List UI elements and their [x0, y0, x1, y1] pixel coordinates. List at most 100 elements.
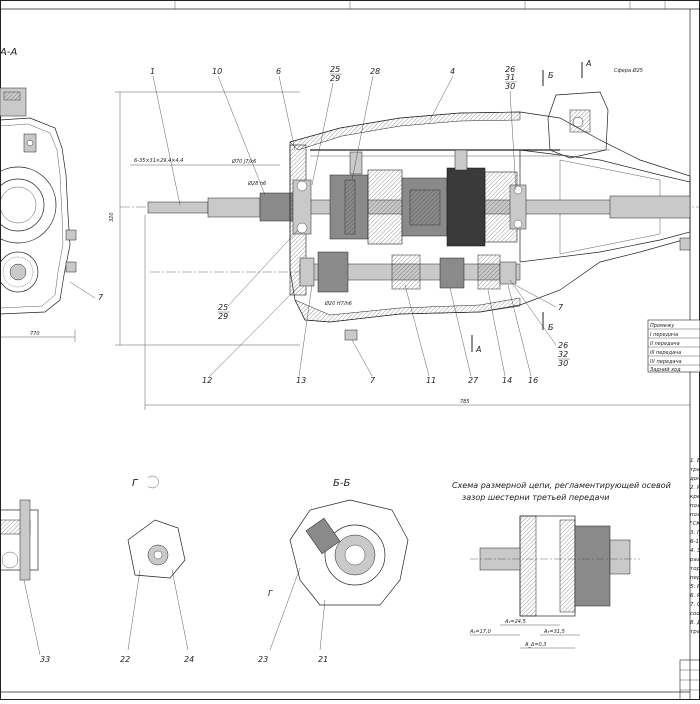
callout-24: 24 [184, 655, 194, 664]
dimension-chain-scheme: Схема размерной цепи, регламентирующей о… [452, 481, 671, 649]
section-mark-b-top: Б [548, 71, 554, 80]
note-line: тра [690, 629, 700, 635]
note-line: 2. Р [690, 485, 700, 491]
section-bb-label: Б-Б [333, 478, 350, 489]
table-row-0: Промежу [650, 323, 675, 329]
callout-25-bottom: 25 [218, 303, 228, 312]
table-row-2: II передача [650, 341, 680, 347]
scheme-title-line1: Схема размерной цепи, регламентирующей о… [452, 481, 671, 490]
aa-main-gear-hub [0, 186, 37, 224]
section-aa-view: А-А 7 770 [0, 47, 104, 342]
front-bearing [292, 179, 312, 235]
output-shaft-end [609, 195, 691, 219]
rear-mount-bolt [679, 237, 691, 251]
callout-32: 32 [558, 350, 568, 359]
view-g-label: Г [132, 478, 139, 489]
bb-shaft-bore [324, 524, 386, 586]
svg-text:Ø28 h6: Ø28 h6 [247, 180, 266, 187]
callout-13: 13 [296, 376, 306, 385]
right-callouts: 7 26 32 30 [509, 279, 570, 368]
aa-callout-7: 7 [98, 293, 104, 302]
callout-29-top: 29 [330, 74, 340, 83]
dim-a2: A₂=24,5 [504, 619, 526, 625]
note-line: тра [690, 467, 700, 473]
height-dim-value: 320 [109, 212, 115, 222]
callout-29-bottom: 29 [218, 312, 228, 321]
note-line: перв [690, 575, 700, 581]
callout-11: 11 [426, 376, 436, 385]
aa-width-value: 770 [30, 331, 40, 337]
note-line: 3. П [690, 530, 700, 536]
callout-31: 31 [505, 73, 515, 82]
dim-a3: A₃=31,5 [543, 629, 565, 635]
callout-14: 14 [502, 376, 512, 385]
table-row-5: Задний ход [650, 367, 681, 373]
callout-23: 23 [258, 655, 268, 664]
callout-7-right: 7 [558, 303, 564, 312]
bb-housing [289, 499, 409, 606]
note-line: дон [689, 476, 700, 482]
note-line: крепле [690, 494, 700, 500]
dim-a-sum: A_Δ=0,3 [524, 642, 546, 648]
gear-ratio-table: Промежу I передача II передача III перед… [647, 319, 700, 373]
callout-26-top: 26 [505, 65, 515, 74]
countershaft-gear-1 [317, 251, 349, 293]
frame-ticks [174, 0, 666, 9]
bb-shift-lever [305, 517, 341, 555]
section-mark-a-top: А [585, 59, 591, 68]
callout-22: 22 [120, 655, 130, 664]
section-mark-a-bottom: А [475, 345, 481, 354]
note-line: поз [690, 503, 700, 509]
shift-fork-1 [349, 151, 363, 175]
callout-7-bottom: 7 [370, 376, 376, 385]
callout-28: 28 [370, 67, 380, 76]
bottom-callouts: 25 29 12 13 7 11 27 14 16 [202, 229, 538, 385]
housing-bottom-wall [294, 297, 521, 323]
input-shaft-collar [259, 192, 296, 222]
callout-21: 21 [318, 655, 328, 664]
countershaft-bearing [499, 261, 517, 285]
note-line: 8. Д [690, 620, 700, 626]
rear-extension [519, 149, 691, 263]
section-aa-label: А-А [0, 47, 17, 58]
svg-text:6-35×31×29,4×4,4: 6-35×31×29,4×4,4 [134, 158, 183, 164]
shift-lever-housing [547, 91, 609, 159]
callout-27: 27 [468, 376, 479, 385]
callout-12: 12 [202, 376, 212, 385]
note-line: 4. З [690, 548, 700, 554]
note-line: тор [690, 566, 700, 572]
note-line: сооб [690, 611, 700, 617]
length-dim-value: 785 [460, 399, 470, 405]
note-line: 6-10 [690, 539, 700, 545]
aa-lower-gear [0, 251, 39, 293]
callout-26-bottom: 26 [558, 341, 568, 350]
synchronizer-hub [367, 169, 403, 245]
callout-1: 1 [150, 67, 155, 76]
housing-top-wall [289, 111, 521, 151]
countershaft-gear-4 [477, 254, 501, 290]
table-row-1: I передача [650, 332, 678, 338]
table-row-4: IV передача [650, 359, 682, 365]
main-section-view: 320 785 6-35×31×29,4×4,4 Ø28 h6 Ø70 J7/k… [109, 59, 700, 410]
callout-33: 33 [40, 655, 50, 664]
scheme-title-line2: зазор шестерни третьей передачи [462, 493, 609, 502]
detail-view-33: 33 [0, 499, 50, 664]
section-bb-view: Б-Б 23 21 Г [258, 478, 409, 664]
note-line: разм [689, 557, 700, 563]
note-line: поз [690, 512, 700, 518]
input-shaft [147, 201, 209, 214]
top-callouts: 1 10 6 25 29 28 4 26 31 30 [150, 65, 517, 206]
svg-text:Ø70 J7/k6: Ø70 J7/k6 [231, 158, 256, 165]
scheme-hub [574, 525, 611, 607]
callout-25-top: 25 [330, 65, 340, 74]
countershaft-gear-3 [439, 257, 465, 289]
callout-30-top: 30 [505, 82, 515, 91]
note-line: 1. В [690, 458, 700, 464]
note-line: 7. С [690, 602, 700, 608]
view-g-body [127, 519, 186, 579]
view-g-mark: Г [268, 589, 273, 598]
callout-6: 6 [276, 67, 281, 76]
